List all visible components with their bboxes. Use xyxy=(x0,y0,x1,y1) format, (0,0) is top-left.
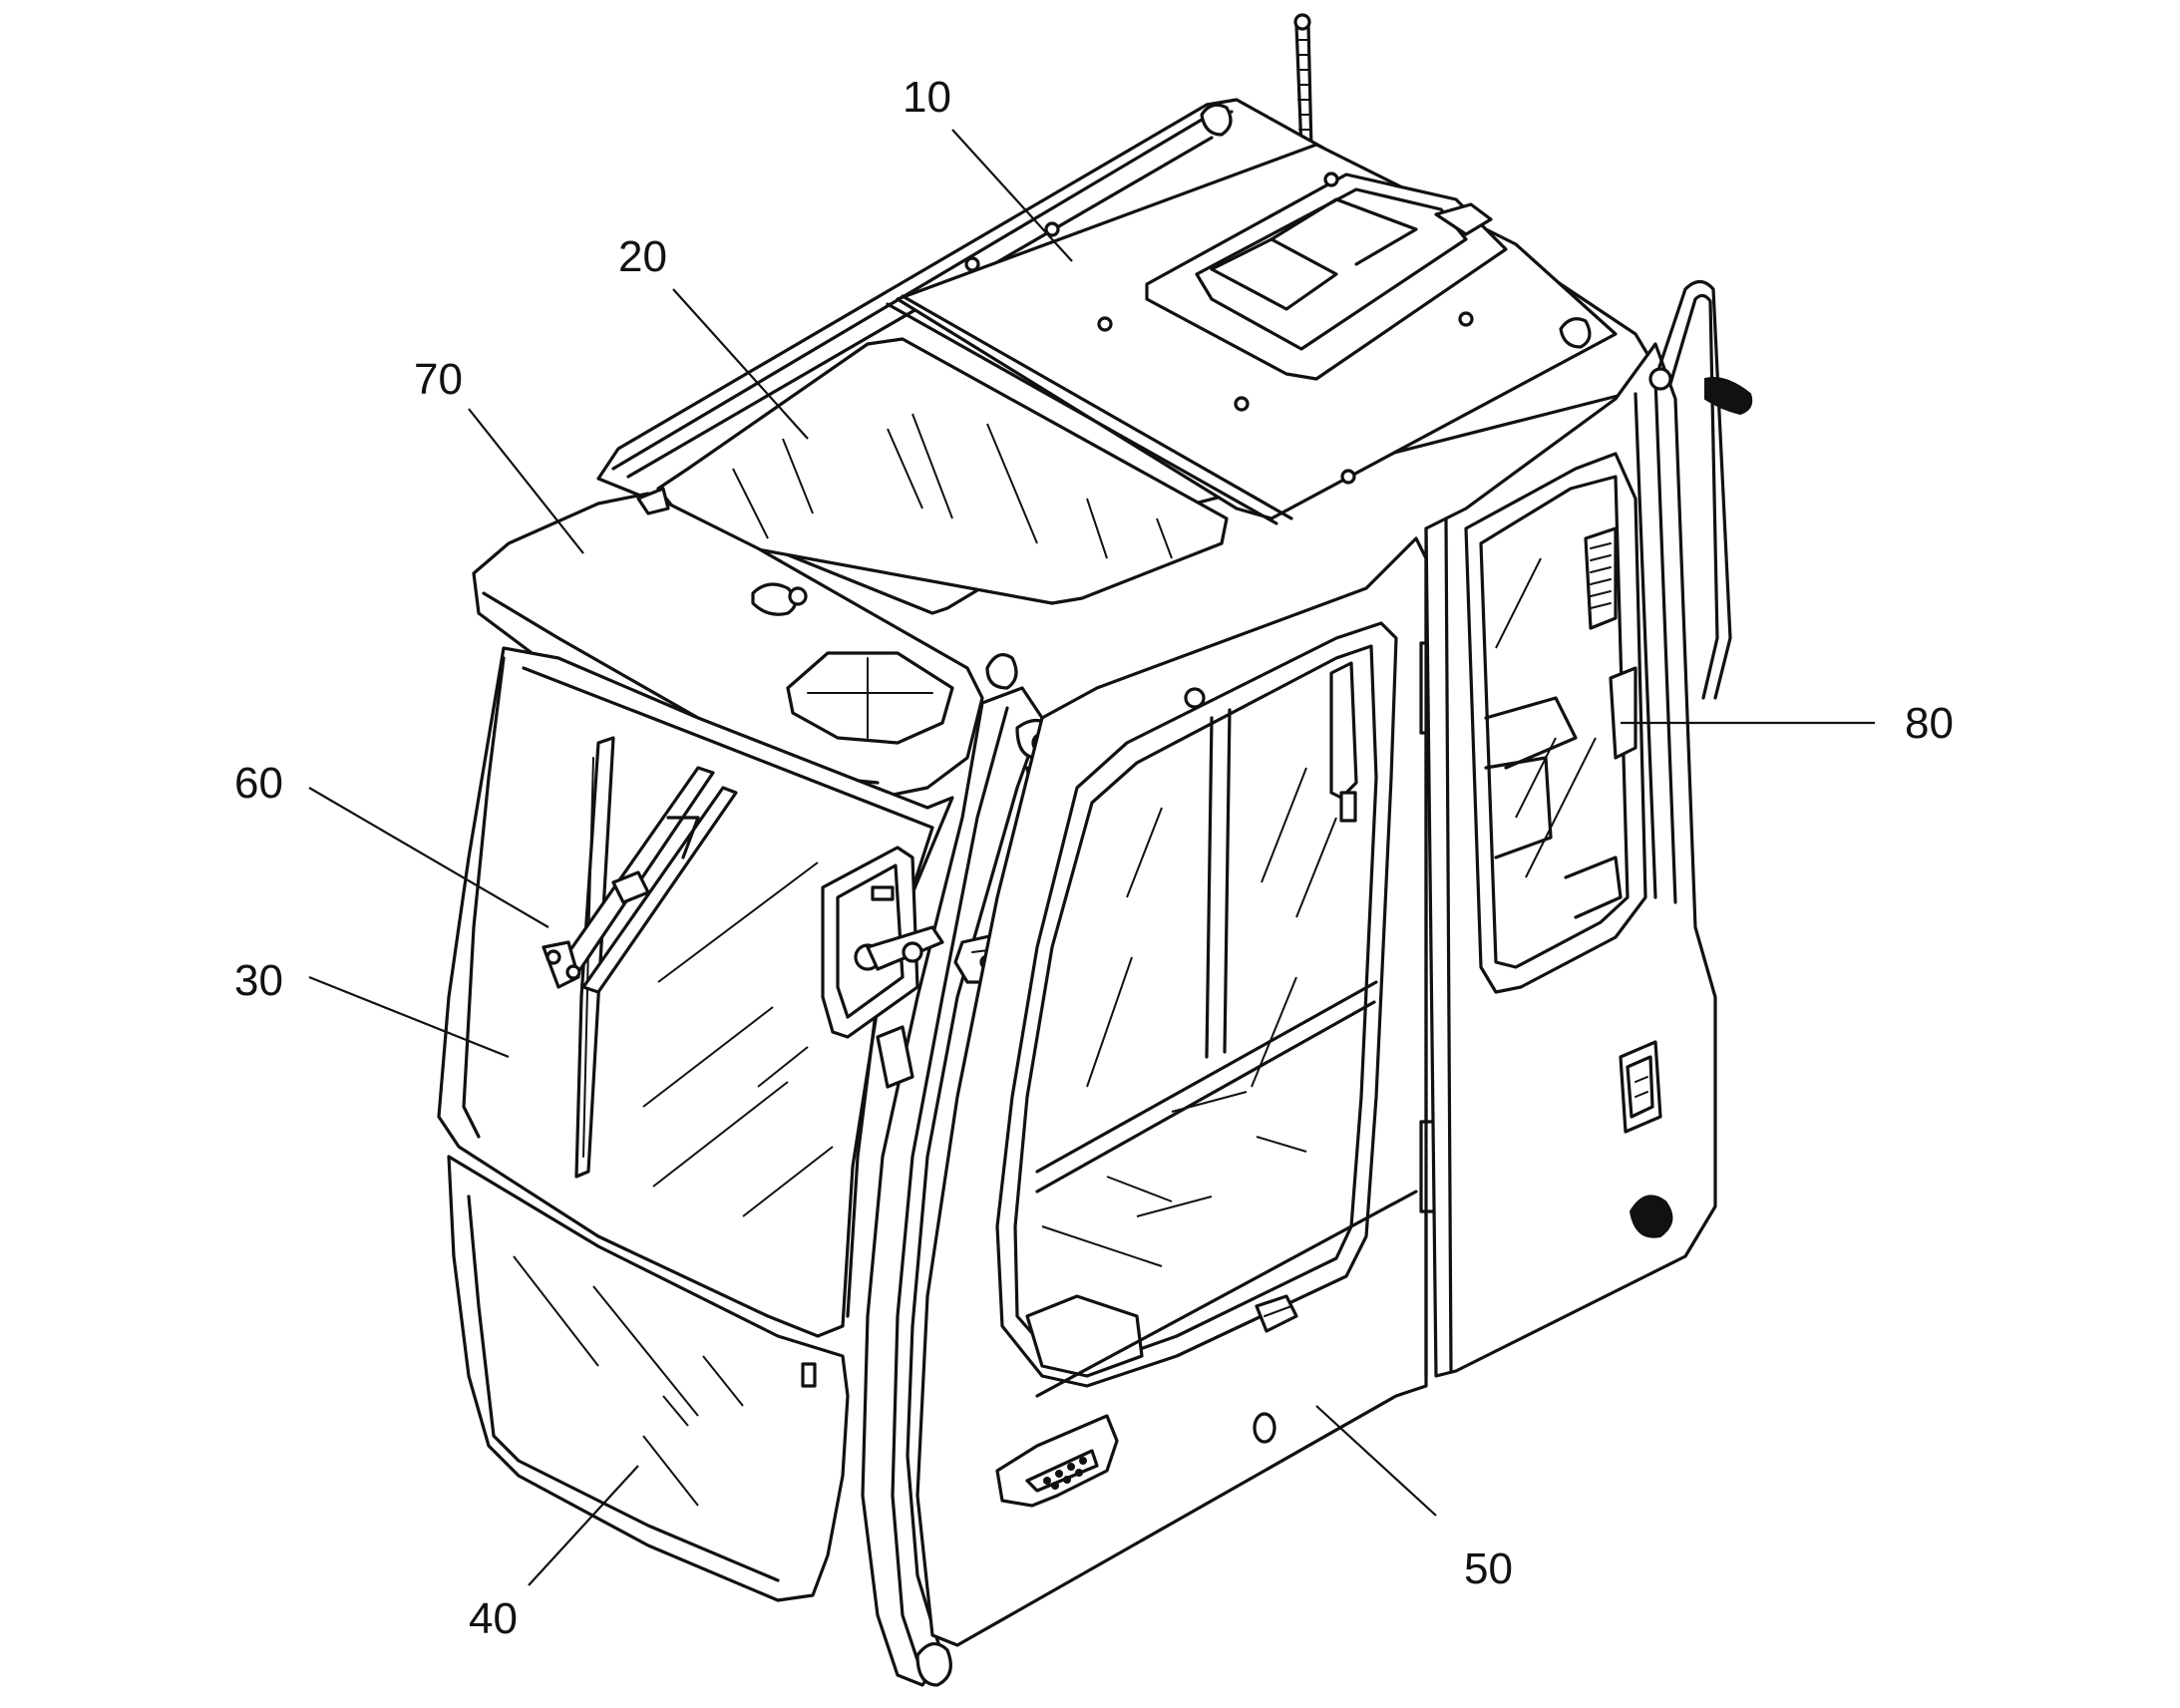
leader-40 xyxy=(528,1465,639,1586)
wiper xyxy=(542,736,738,1179)
ref-label-wiper: 60 xyxy=(234,759,283,808)
rear-side-body xyxy=(1424,342,1717,1378)
ref-label-front-lower-window: 40 xyxy=(469,1594,518,1643)
antenna xyxy=(1293,13,1313,152)
ref-label-front-upper-window: 30 xyxy=(234,956,283,1005)
mirror-left xyxy=(821,846,944,1089)
front-lower-window xyxy=(447,1155,850,1602)
leader-10 xyxy=(951,129,1073,262)
leader-70 xyxy=(468,408,584,554)
ref-label-sun-visor: 70 xyxy=(414,355,463,404)
cab-door xyxy=(915,536,1441,1647)
leader-50 xyxy=(1315,1405,1437,1517)
leader-30 xyxy=(308,975,510,1059)
leader-lines xyxy=(308,129,1875,1586)
ref-label-roof: 10 xyxy=(903,73,951,122)
ref-label-roof-window: 20 xyxy=(618,232,667,281)
ref-label-cab-door: 50 xyxy=(1464,1544,1513,1593)
leader-60 xyxy=(308,787,549,928)
ref-label-rear-window: 80 xyxy=(1905,699,1954,748)
rear-handrail xyxy=(1648,279,1753,700)
reference-labels: 10 20 30 40 50 60 70 80 xyxy=(234,73,1954,1643)
leader-20 xyxy=(672,288,809,440)
